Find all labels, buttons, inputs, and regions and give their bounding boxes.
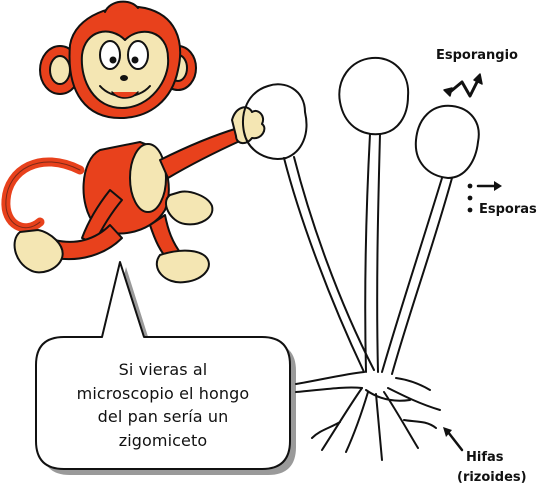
monkey-eye-left (100, 41, 120, 69)
esporangio-arrow (450, 80, 478, 96)
speech-bubble-text: Si vieras al microscopio el hongo del pa… (36, 340, 290, 470)
monkey-foot-left (15, 230, 63, 272)
sporangiophore-middle (365, 134, 370, 372)
label-esporangio: Esporangio (436, 48, 518, 64)
sporangiophore-left (284, 158, 364, 372)
hifas-arrow (448, 432, 462, 450)
monkey-hand-left (166, 192, 212, 225)
monkey-character (6, 2, 265, 283)
monkey-tail (6, 162, 80, 228)
monkey-eye-right (128, 41, 148, 69)
sporangium-right (416, 106, 479, 178)
monkey-hand-right (232, 107, 264, 143)
monkey-belly (130, 144, 166, 212)
rhizoids (312, 388, 440, 460)
label-rizoides: (rizoides) (457, 470, 527, 486)
speech-line-4: zigomiceto (77, 429, 250, 453)
speech-line-1: Si vieras al (77, 358, 250, 382)
stolon (296, 372, 364, 384)
sporangiophore-right (382, 178, 442, 372)
speech-line-2: microscopio el hongo (77, 382, 250, 406)
sporangium-middle (339, 58, 408, 134)
speech-line-3: del pan sería un (77, 405, 250, 429)
monkey-foot-right (157, 251, 209, 283)
monkey-arm-right (160, 128, 242, 178)
label-esporas: Esporas (479, 202, 537, 218)
label-hifas: Hifas (466, 450, 504, 466)
